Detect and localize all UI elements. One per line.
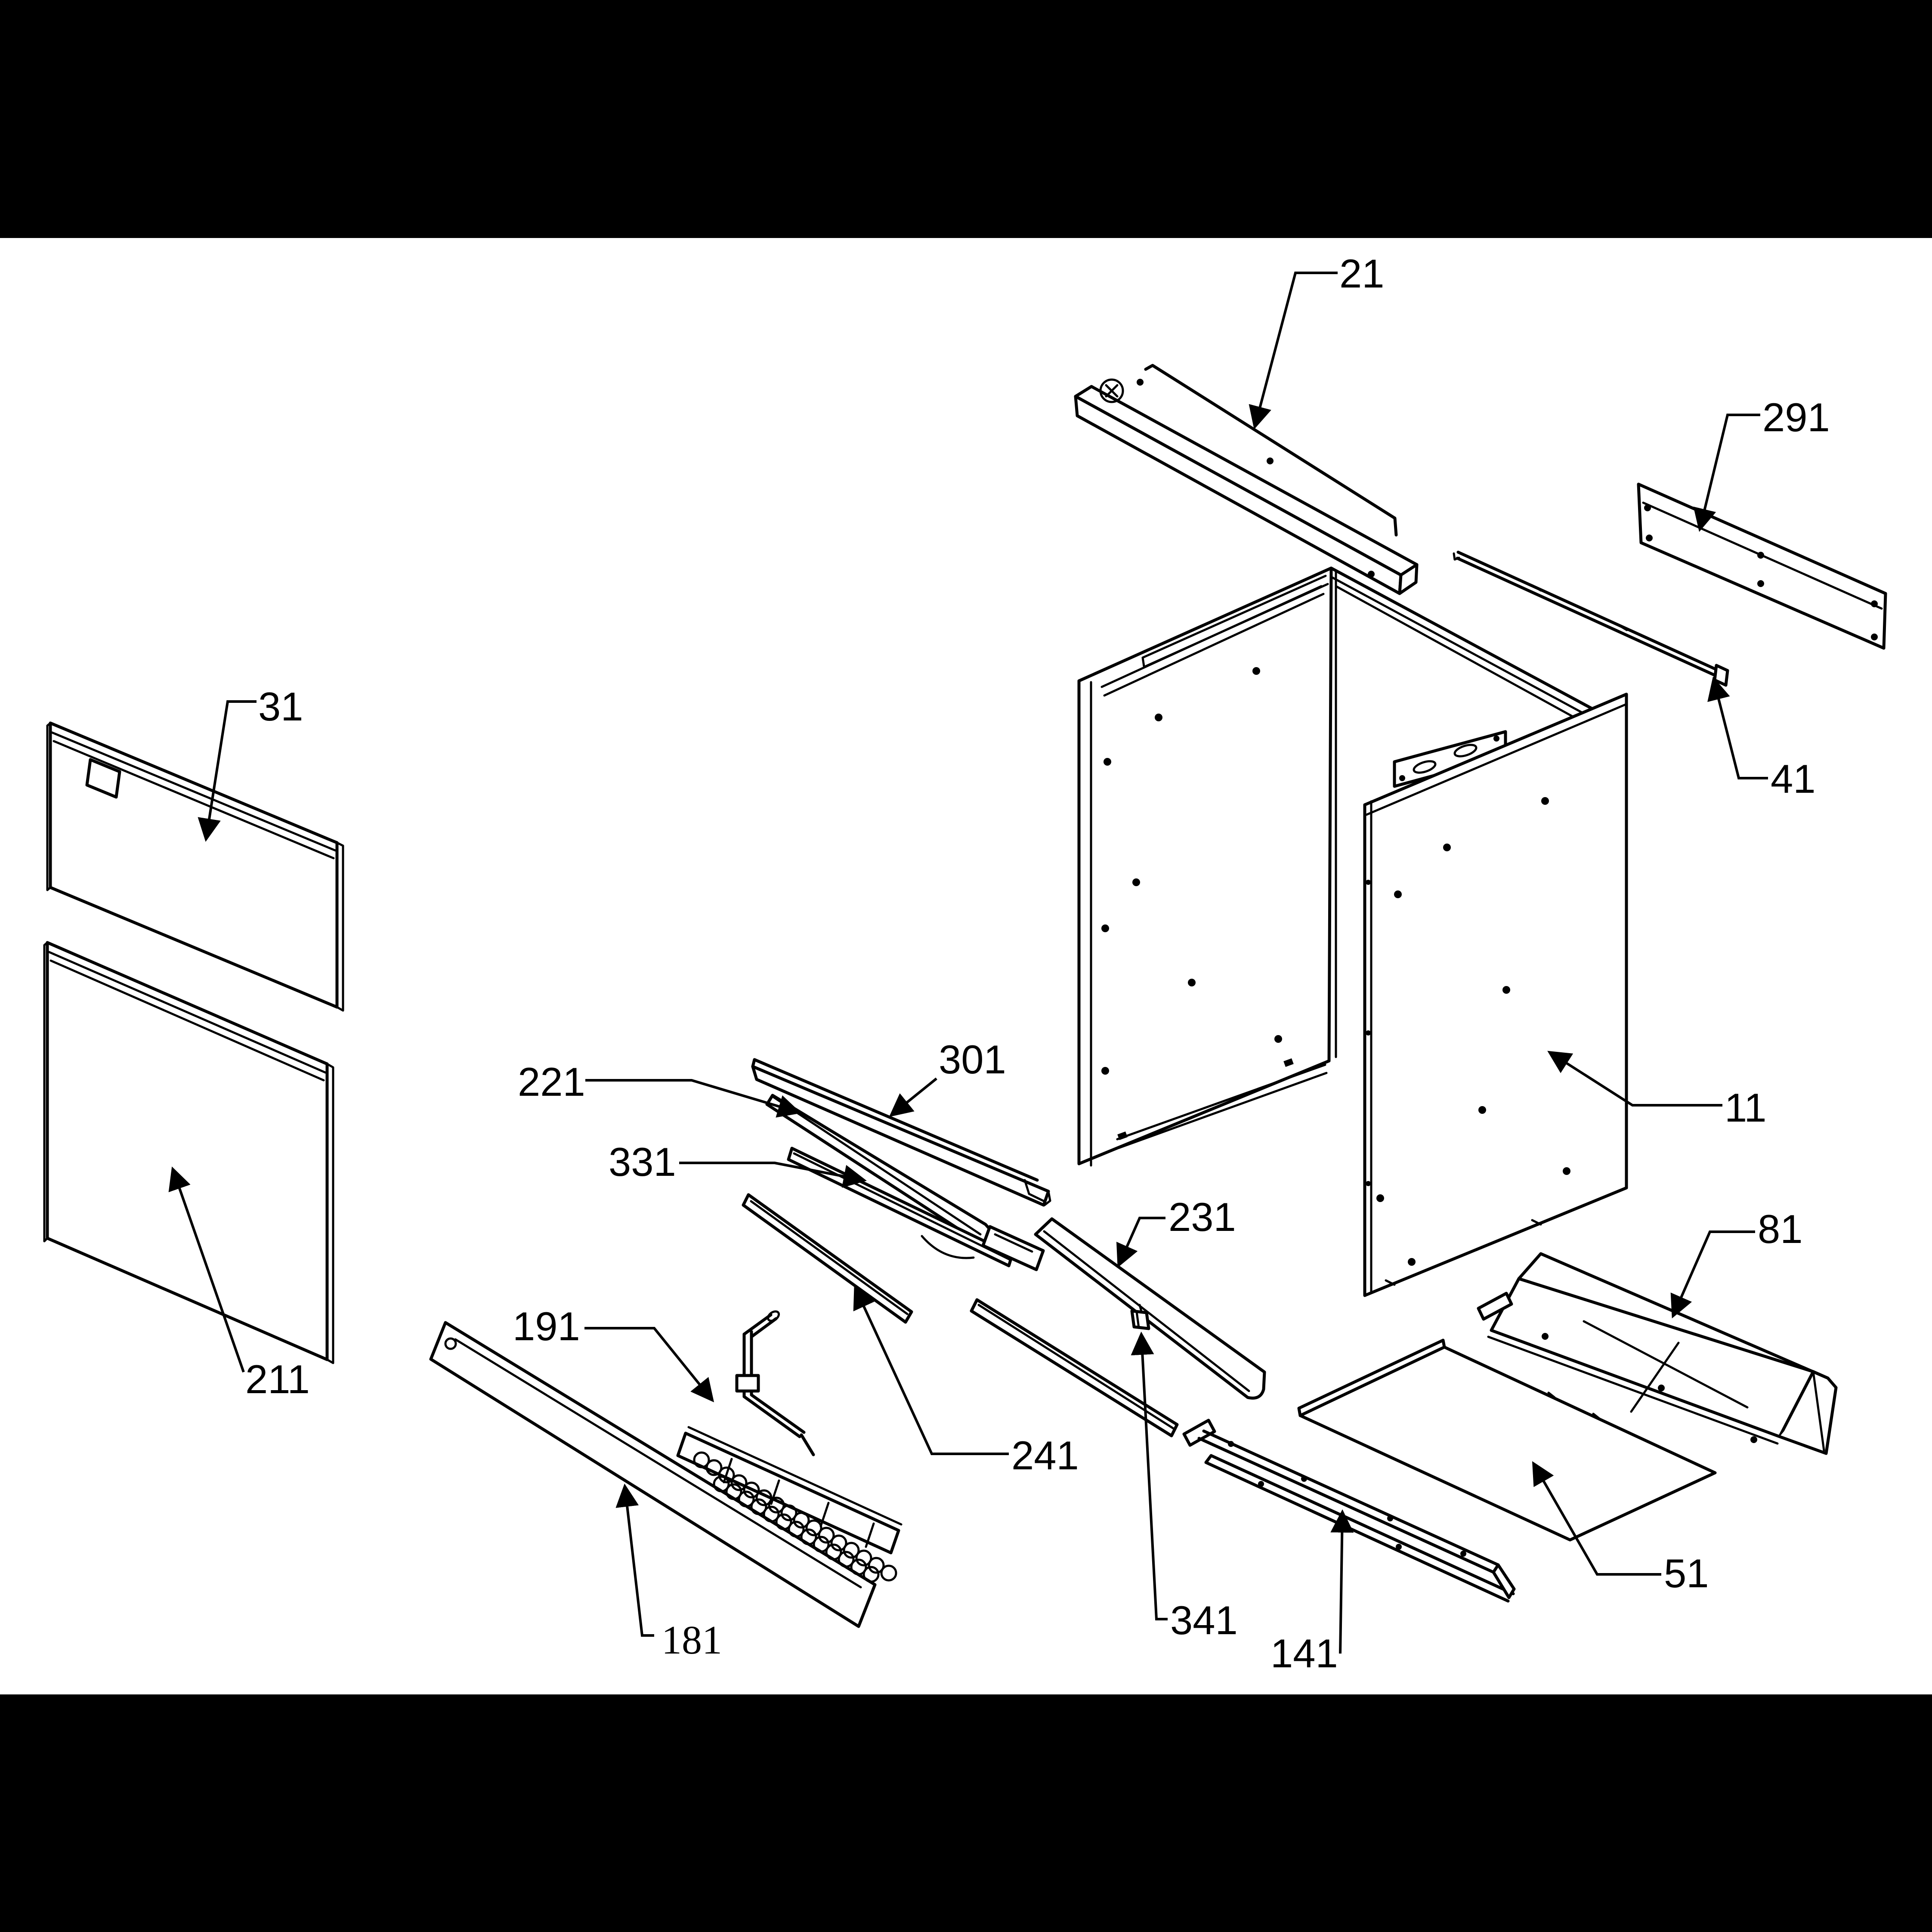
leader-51 xyxy=(1532,1461,1661,1576)
oval-hole xyxy=(1453,744,1478,757)
part-cabinet-shell-11 xyxy=(1077,566,1628,1297)
leader-41 xyxy=(1707,677,1768,779)
leader-211 xyxy=(168,1166,245,1372)
part-top-bar-21 xyxy=(1074,364,1419,595)
label-41: 41 xyxy=(1771,756,1816,801)
label-11: 11 xyxy=(1725,1085,1767,1130)
letterbox-bottom xyxy=(0,1694,1932,1932)
letterbox-top xyxy=(0,0,1932,238)
label-141: 141 xyxy=(1270,1631,1338,1676)
leader-31 xyxy=(198,700,257,842)
label-211: 211 xyxy=(245,1357,310,1402)
leader-221 xyxy=(585,1079,801,1118)
cover-blade xyxy=(429,1321,877,1628)
part-bottom-panel-51 xyxy=(1297,1338,1717,1542)
coil-frame xyxy=(676,1431,900,1555)
part-coil-assembly-181 xyxy=(429,1310,903,1628)
label-331: 331 xyxy=(609,1139,676,1184)
label-51: 51 xyxy=(1664,1551,1709,1596)
part-wedge-duct-81 xyxy=(1477,1252,1838,1455)
label-291: 291 xyxy=(1762,395,1830,440)
part-front-flange-strip xyxy=(970,1298,1179,1437)
leader-11 xyxy=(1547,1051,1722,1107)
label-81: 81 xyxy=(1758,1206,1803,1252)
label-301: 301 xyxy=(939,1037,1006,1082)
leader-301 xyxy=(889,1077,937,1117)
annotations: 21 291 41 31 211 221 301 331 231 241 341… xyxy=(168,251,1830,1676)
leader-191 xyxy=(584,1327,714,1403)
leader-231 xyxy=(1116,1217,1165,1268)
fin-coil xyxy=(693,1451,897,1583)
part-guide-231 xyxy=(1034,1217,1266,1400)
panel-cutout xyxy=(85,758,121,799)
part-tray-141 xyxy=(1182,1419,1516,1603)
label-191: 191 xyxy=(513,1304,580,1349)
leader-81 xyxy=(1670,1230,1755,1319)
leader-181 xyxy=(615,1483,654,1637)
label-341: 341 xyxy=(1170,1598,1238,1643)
leader-141 xyxy=(1330,1509,1354,1654)
leader-341 xyxy=(1131,1331,1168,1620)
label-241: 241 xyxy=(1011,1433,1079,1478)
junction-bracket xyxy=(981,1225,1045,1271)
oval-hole xyxy=(1413,760,1437,774)
label-21: 21 xyxy=(1339,251,1385,296)
part-side-panel-211 xyxy=(43,941,334,1364)
label-231: 231 xyxy=(1168,1194,1236,1240)
leader-331 xyxy=(679,1162,867,1188)
label-181: 181 xyxy=(662,1618,722,1663)
leader-21 xyxy=(1249,272,1338,430)
label-31: 31 xyxy=(258,684,303,729)
clip-341 xyxy=(1130,1309,1150,1330)
leader-241 xyxy=(853,1285,1009,1455)
part-strip-301 xyxy=(751,1058,1051,1207)
label-221: 221 xyxy=(518,1059,585,1104)
left-flange xyxy=(1477,1292,1513,1321)
pipe-191 xyxy=(735,1310,815,1456)
screw-hole xyxy=(1099,378,1124,403)
leader-291 xyxy=(1693,414,1760,532)
part-side-panel-31 xyxy=(46,721,344,1012)
